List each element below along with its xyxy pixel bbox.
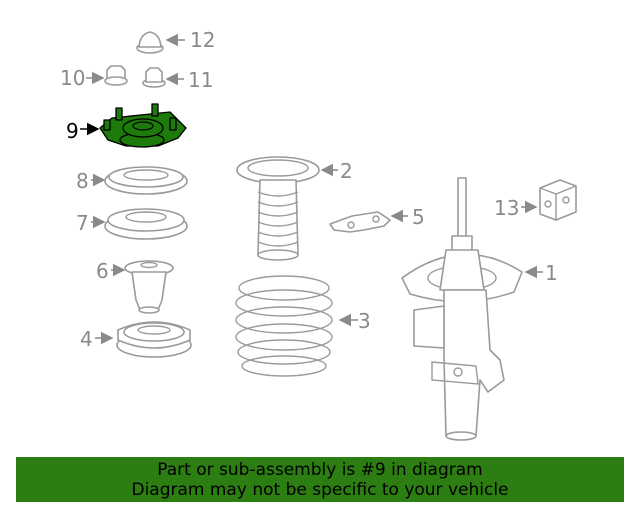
part-9-strut-mount[interactable]: 9 (66, 103, 187, 148)
part-10-nut[interactable]: 10 (60, 65, 128, 90)
callout-7: 7 (76, 211, 89, 235)
callout-10: 10 (60, 66, 85, 90)
callout-3: 3 (358, 309, 371, 333)
part-11-nut[interactable]: 11 (142, 67, 213, 92)
part-1-strut-assembly[interactable]: 1 (401, 177, 558, 441)
callout-13: 13 (494, 196, 519, 220)
callout-12: 12 (190, 28, 215, 52)
parts-diagram: 12 10 11 9 8 7 (60, 28, 577, 441)
part-12-cap[interactable]: 12 (136, 28, 215, 54)
callout-5: 5 (412, 205, 425, 229)
banner-line-2: Diagram may not be specific to your vehi… (131, 479, 509, 500)
callout-9: 9 (66, 119, 79, 143)
callout-11: 11 (188, 68, 213, 92)
part-5-bracket[interactable]: 5 (329, 205, 425, 233)
part-3-coil-spring[interactable]: 3 (235, 275, 371, 377)
part-6-bump-stop[interactable]: 6 (96, 259, 174, 314)
part-2-dust-boot[interactable]: 2 (236, 156, 353, 261)
part-13-sensor[interactable]: 13 (494, 179, 577, 221)
callout-6: 6 (96, 259, 109, 283)
info-banner: Part or sub-assembly is #9 in diagram Di… (16, 457, 624, 502)
callout-8: 8 (76, 169, 89, 193)
part-7-seat[interactable]: 7 (76, 208, 188, 240)
callout-1: 1 (545, 261, 558, 285)
callout-4: 4 (80, 327, 93, 351)
banner-line-1: Part or sub-assembly is #9 in diagram (157, 459, 483, 480)
part-4-lower-seat[interactable]: 4 (80, 321, 192, 358)
callout-2: 2 (340, 159, 353, 183)
part-8-ring[interactable]: 8 (76, 166, 188, 195)
